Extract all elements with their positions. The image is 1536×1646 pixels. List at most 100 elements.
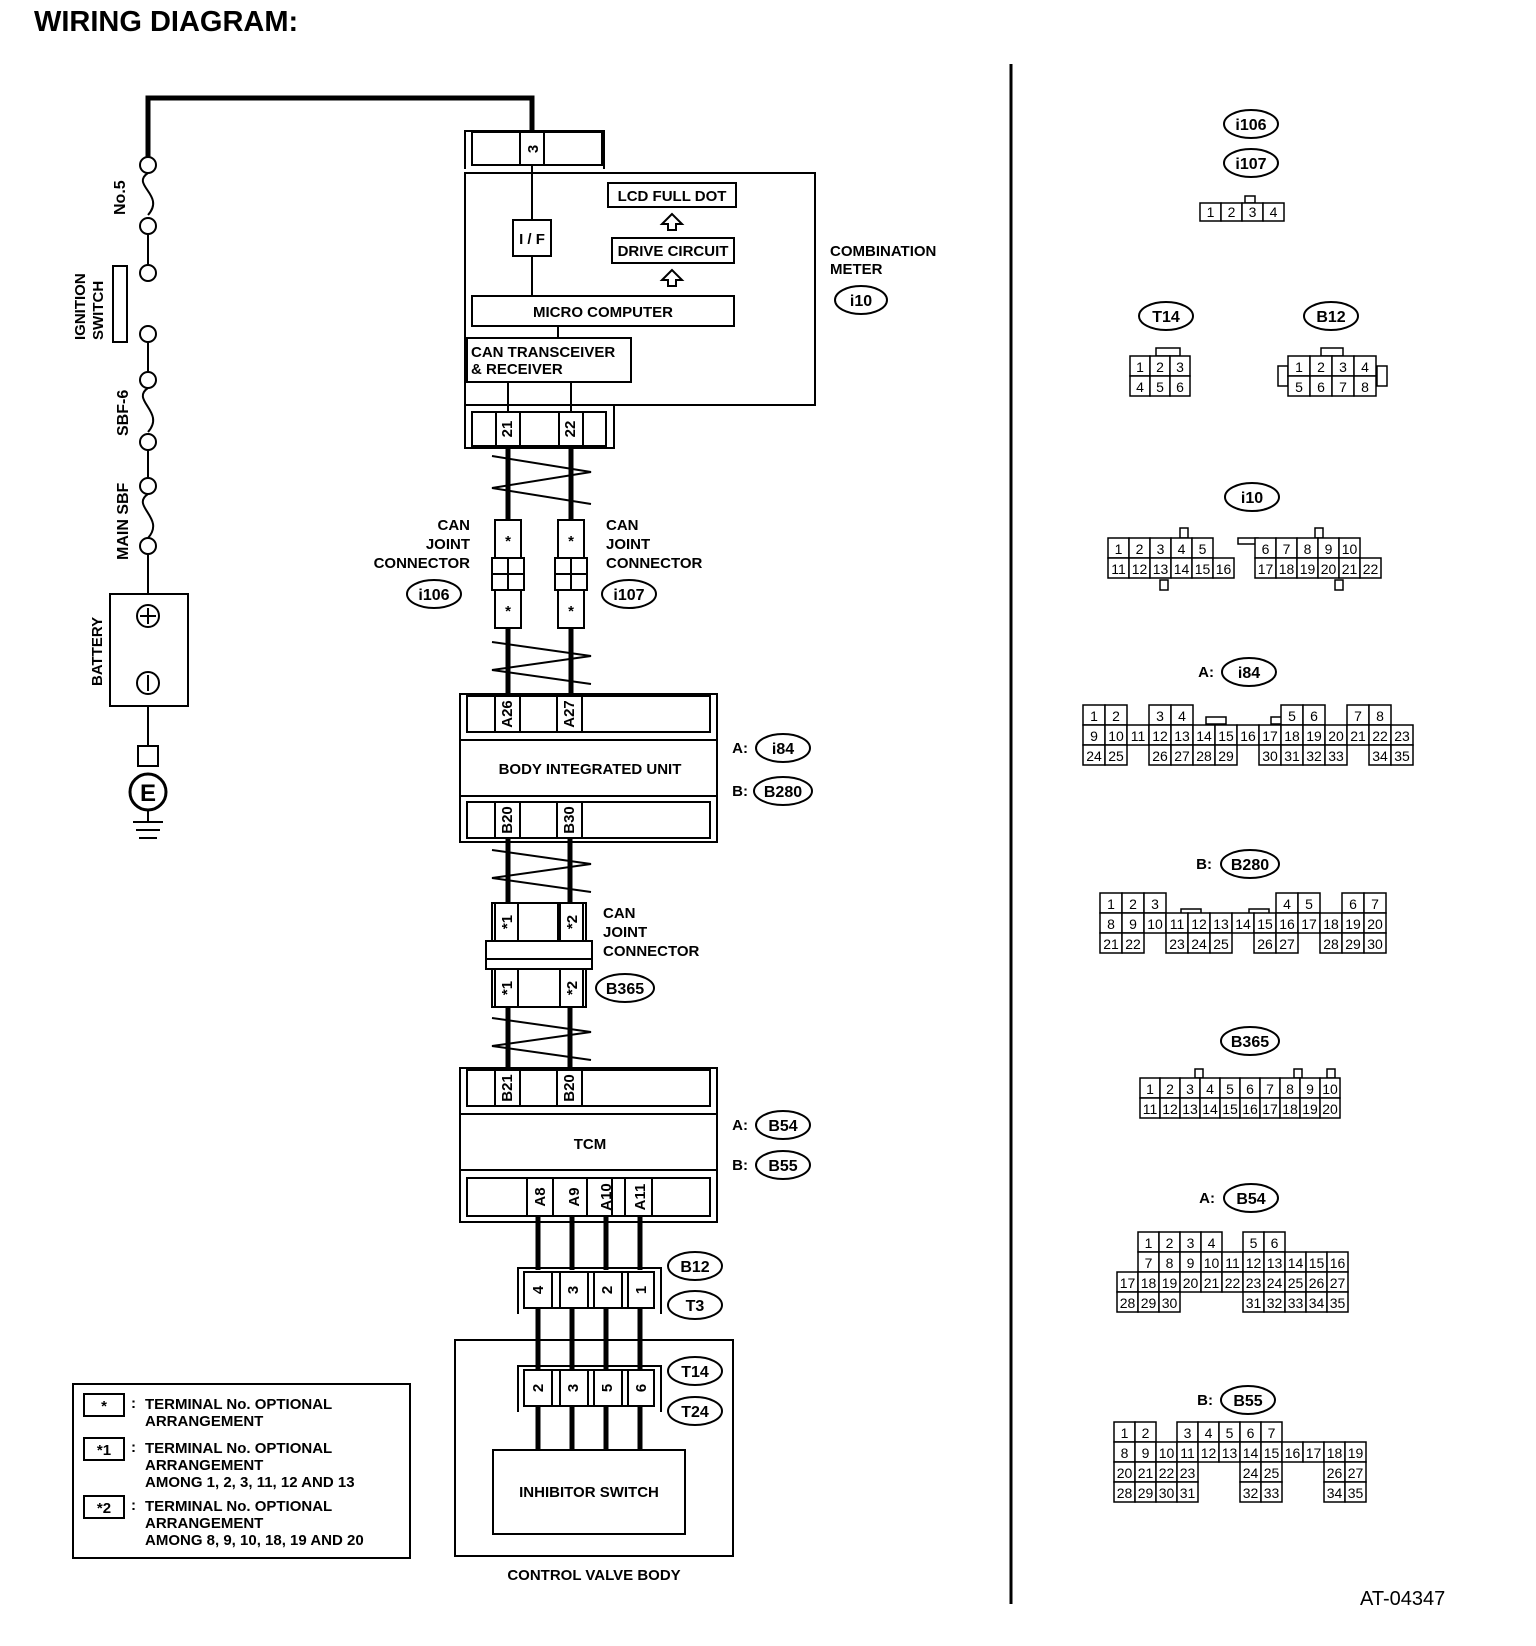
pin-label: 12: [1191, 916, 1207, 932]
pin-label: 17: [1258, 561, 1274, 577]
pin-label: 26: [1257, 936, 1273, 952]
pin-label: 23: [1169, 936, 1185, 952]
pin-label: 27: [1279, 936, 1295, 952]
view-b12-tag: B12: [1316, 309, 1345, 326]
i107-star-bottom: *: [568, 603, 574, 620]
legend-3-line-1: TERMINAL No. OPTIONAL: [145, 1498, 332, 1515]
pin-label: 16: [1279, 916, 1295, 932]
pin-label: 10: [1159, 1445, 1175, 1461]
pin-label: 14: [1202, 1101, 1218, 1117]
tcm-pin-a10: A10: [598, 1183, 615, 1211]
pin-label: 20: [1328, 728, 1344, 744]
can-joint-right-label-3: CONNECTOR: [606, 555, 703, 572]
pin-label: 6: [1246, 1081, 1254, 1097]
pin-label: 14: [1196, 728, 1212, 744]
pin-label: 23: [1180, 1465, 1196, 1481]
pin-label: 7: [1339, 379, 1347, 395]
connector-b54-tag: B54: [768, 1118, 797, 1135]
pin-label: 33: [1328, 748, 1344, 764]
pin-label: 5: [1250, 1235, 1258, 1251]
pin-label: 12: [1162, 1101, 1178, 1117]
pin-label: 2: [1228, 204, 1236, 220]
tcm-pin-a8: A8: [532, 1187, 549, 1206]
pin-label: 1: [1090, 708, 1098, 724]
pin-label: 2: [1317, 359, 1325, 375]
pin-label: 19: [1162, 1275, 1178, 1291]
connector-i107-tag: i107: [613, 587, 644, 604]
pin-label: 9: [1187, 1255, 1195, 1271]
pin-label: 17: [1120, 1275, 1136, 1291]
pin-cell: [1262, 202, 1285, 222]
pin-label: 26: [1327, 1465, 1343, 1481]
pin-label: 2: [1112, 708, 1120, 724]
pin-label: 26: [1309, 1275, 1325, 1291]
pin-label: 7: [1371, 896, 1379, 912]
pin-cell: [1176, 1481, 1199, 1503]
pin-label: 19: [1348, 1445, 1364, 1461]
battery-label: BATTERY: [89, 617, 106, 686]
pin-label: 8: [1304, 541, 1312, 557]
pin-label: 21: [1204, 1275, 1220, 1291]
pin-label: 6: [1262, 541, 1270, 557]
pin-label: 5: [1305, 896, 1313, 912]
pin-label: 35: [1394, 748, 1410, 764]
biu-pin-a26: A26: [499, 700, 516, 728]
pin-label: 18: [1282, 1101, 1298, 1117]
pin-label: 11: [1170, 916, 1185, 932]
view-b55-tag: B55: [1233, 1393, 1262, 1410]
can-joint-mid-label-2: JOINT: [603, 924, 647, 941]
pin-label: 15: [1218, 728, 1234, 744]
can-joint-mid-label-1: CAN: [603, 905, 636, 922]
svg-text::: :: [131, 1395, 136, 1412]
view-b54-prefix: A:: [1199, 1190, 1215, 1207]
pin-label: 10: [1147, 916, 1163, 932]
sbf6-label: SBF-6: [115, 390, 132, 436]
pin-label: 22: [1225, 1275, 1241, 1291]
pin-label: 9: [1090, 728, 1098, 744]
pin-label: 26: [1152, 748, 1168, 764]
pin-label: 5: [1226, 1081, 1234, 1097]
legend-1-line-2: ARRANGEMENT: [145, 1413, 263, 1430]
pin-label: 4: [1283, 896, 1291, 912]
pin-cell: [1169, 375, 1191, 397]
can-joint-mid-label-3: CONNECTOR: [603, 943, 700, 960]
legend-2-line-2: ARRANGEMENT: [145, 1457, 263, 1474]
pin-label: 10: [1342, 541, 1358, 557]
pin-label: 20: [1321, 561, 1337, 577]
pin-label: 32: [1306, 748, 1322, 764]
pin-label: 10: [1322, 1081, 1338, 1097]
connector-b280-tag: B280: [764, 784, 802, 801]
legend: * : TERMINAL No. OPTIONAL ARRANGEMENT *1…: [72, 1383, 411, 1559]
meter-pin-3: 3: [525, 145, 542, 153]
pin-label: 24: [1267, 1275, 1283, 1291]
pin-label: 3: [1339, 359, 1347, 375]
pin-label: 17: [1262, 728, 1278, 744]
pin-label: 21: [1103, 936, 1119, 952]
pin-label: 4: [1361, 359, 1369, 375]
pin-label: 7: [1283, 541, 1291, 557]
pin-label: 31: [1246, 1295, 1262, 1311]
pin-label: 16: [1330, 1255, 1346, 1271]
pin-label: 12: [1201, 1445, 1217, 1461]
pin-cell: [1275, 932, 1299, 954]
ground-label: E: [140, 780, 156, 807]
pin-cell: [1121, 932, 1145, 954]
pin-label: 2: [1156, 359, 1164, 375]
pin-label: 28: [1117, 1485, 1133, 1501]
svg-text::: :: [131, 1497, 136, 1514]
pin-label: 27: [1330, 1275, 1346, 1291]
legend-3-line-3: AMONG 8, 9, 10, 18, 19 AND 20: [145, 1532, 364, 1549]
pin-cell: [1212, 557, 1235, 579]
pin-label: 35: [1348, 1485, 1364, 1501]
pin-label: 13: [1222, 1445, 1238, 1461]
main-sbf-label: MAIN SBF: [115, 482, 132, 560]
connector-t14-tag: T14: [681, 1364, 709, 1381]
pin-label: 5: [1226, 1425, 1234, 1441]
pin-label: 34: [1372, 748, 1388, 764]
can-joint-left-label-3: CONNECTOR: [374, 555, 471, 572]
pin-label: 3: [1176, 359, 1184, 375]
